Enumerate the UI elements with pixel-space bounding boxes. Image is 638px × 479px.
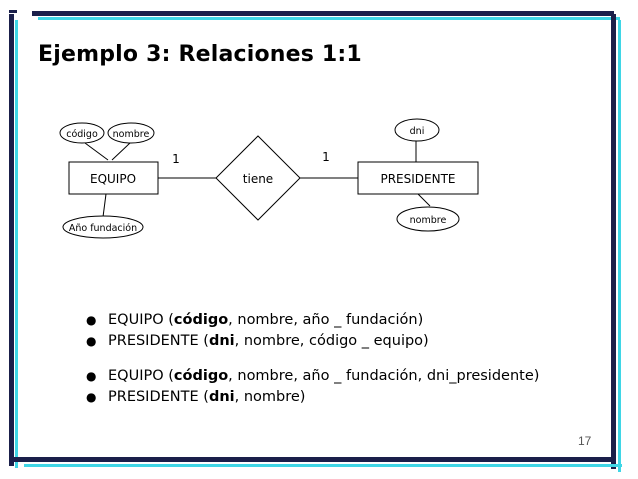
attribute-fundacion-ellipse [62, 215, 144, 239]
relationship-label: tiene [243, 172, 273, 186]
schema-list-1: ● EQUIPO (código, nombre, año _ fundació… [86, 310, 429, 352]
frame-top-cyan [38, 17, 620, 20]
entity-presidente-label: PRESIDENTE [380, 172, 455, 186]
attribute-presidente-nombre-label: nombre [410, 215, 447, 226]
schema-item: ● PRESIDENTE (dni, nombre, código _ equi… [86, 331, 429, 352]
frame-bottom-cyan [24, 464, 622, 467]
relationship-diamond [215, 135, 301, 221]
attribute-codigo-ellipse [59, 122, 105, 144]
entity-equipo-label: EQUIPO [90, 172, 136, 186]
attribute-dni-label: dni [410, 126, 425, 137]
slide-title: Ejemplo 3: Relaciones 1:1 [38, 42, 362, 67]
page-number: 17 [578, 434, 592, 448]
frame-right-cyan [618, 20, 621, 472]
schema-text: EQUIPO (código, nombre, año _ fundación) [108, 312, 424, 328]
attribute-equipo-nombre-label: nombre [113, 129, 150, 140]
schema-item: ● EQUIPO (código, nombre, año _ fundació… [86, 366, 539, 387]
entity-equipo-box [68, 161, 159, 195]
attribute-fundacion-label: Año fundación [69, 223, 137, 234]
schema-item: ● PRESIDENTE (dni, nombre) [86, 387, 539, 408]
attribute-equipo-nombre-ellipse [107, 122, 155, 144]
bullet-icon: ● [86, 334, 97, 348]
schema-text: PRESIDENTE (dni, nombre) [108, 389, 306, 405]
frame-left-cyan [15, 20, 18, 468]
frame-bottom-dark [14, 457, 614, 462]
entity-presidente-box [357, 161, 479, 195]
cardinality-right: 1 [322, 150, 330, 164]
bullet-icon: ● [86, 313, 97, 327]
cardinality-left: 1 [172, 152, 180, 166]
frame-right-dark [611, 14, 616, 469]
attribute-presidente-nombre-ellipse [396, 206, 460, 232]
line-fundacion-equipo [102, 193, 107, 218]
schema-text: EQUIPO (código, nombre, año _ fundación,… [108, 368, 540, 384]
bullet-icon: ● [86, 390, 97, 404]
frame-left-dark [9, 14, 14, 466]
line-codigo-equipo [84, 142, 109, 161]
schema-list-2: ● EQUIPO (código, nombre, año _ fundació… [86, 366, 539, 408]
line-nombre-equipo [111, 142, 131, 161]
bullet-icon: ● [86, 369, 97, 383]
frame-top-dark [32, 11, 614, 16]
line-nombre-presidente [417, 193, 431, 207]
schema-text: PRESIDENTE (dni, nombre, código _ equipo… [108, 333, 429, 349]
schema-item: ● EQUIPO (código, nombre, año _ fundació… [86, 310, 429, 331]
attribute-codigo-label: código [66, 129, 98, 140]
frame-corner-mark [9, 10, 17, 13]
attribute-dni-ellipse [394, 118, 440, 142]
